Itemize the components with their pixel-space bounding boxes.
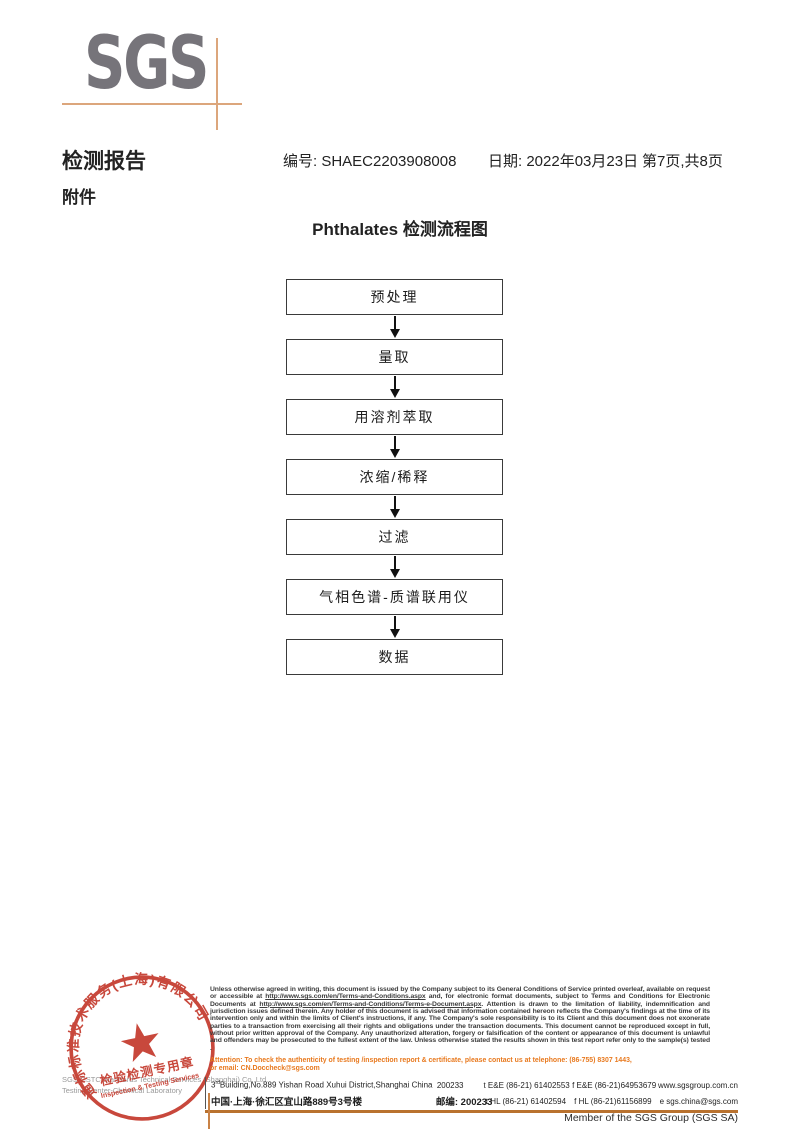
website: www.sgsgroup.com.cn xyxy=(657,1080,738,1090)
flow-step-filter: 过滤 xyxy=(286,519,503,555)
arrow-down-icon xyxy=(286,615,503,639)
star-icon xyxy=(120,1023,159,1062)
attention-line2: or email: CN.Doccheck@sgs.com xyxy=(210,1064,320,1072)
terms-url: http://www.sgs.com/en/Terms-and-Conditio… xyxy=(265,993,426,1001)
postal-code-en: 200233 xyxy=(436,1080,464,1090)
address-en: 3rdBuilding,No.889 Yishan Road Xuhui Dis… xyxy=(211,1080,437,1090)
flow-step-concentrate-dilute: 浓缩/稀释 xyxy=(286,459,503,495)
flowchart-title: Phthalates 检测流程图 xyxy=(312,220,488,239)
address-en-rest: Building,No.889 Yishan Road Xuhui Distri… xyxy=(219,1080,433,1090)
arrow-down-icon xyxy=(286,375,503,399)
report-date: 日期: 2022年03月23日 xyxy=(488,153,639,170)
page-indicator: 第7页,共8页 xyxy=(642,153,723,170)
email: e sgs.china@sgs.com xyxy=(659,1096,738,1106)
address-row-cn: 中国·上海·徐汇区宜山路889号3号楼 邮编: 200233 t HL (86-… xyxy=(211,1093,738,1109)
sgs-member-line: Member of the SGS Group (SGS SA) xyxy=(564,1112,738,1124)
address-cn: 中国·上海·徐汇区宜山路889号3号楼 xyxy=(211,1097,362,1108)
attachment-label: 附件 xyxy=(62,188,96,207)
report-title: 检测报告 xyxy=(62,150,146,173)
telephone-1: t E&E (86-21) 61402553 xyxy=(483,1080,570,1090)
flowchart: 预处理 量取 用溶剂萃取 浓缩/稀释 过滤 气相色谱-质谱联用仪 数据 xyxy=(286,279,503,675)
footer-registration-mark xyxy=(208,1093,210,1129)
legal-disclaimer: Unless otherwise agreed in writing, this… xyxy=(210,986,710,1052)
address-en-number: 3 xyxy=(211,1080,216,1090)
flow-step-pretreatment: 预处理 xyxy=(286,279,503,315)
postal-code-cn: 邮编: 200233 xyxy=(435,1097,493,1108)
flow-step-solvent-extraction: 用溶剂萃取 xyxy=(286,399,503,435)
footer-orange-rule xyxy=(205,1110,738,1113)
flow-step-measure: 量取 xyxy=(286,339,503,375)
disclaimer-text-1: Unless otherwise agreed in writing, this… xyxy=(210,986,710,1001)
attention-notice: Attention: To check the authenticity of … xyxy=(210,1057,710,1072)
address-row-en: 3rdBuilding,No.889 Yishan Road Xuhui Dis… xyxy=(211,1077,738,1093)
telephone-2: t HL (86-21) 61402594 xyxy=(485,1096,567,1106)
sgs-logo: SGS xyxy=(84,19,209,106)
report-number: 编号: SHAEC2203908008 xyxy=(283,153,457,170)
address-en-sup: rd xyxy=(215,1080,220,1087)
arrow-down-icon xyxy=(286,315,503,339)
fax-2: f HL (86-21)61156899 xyxy=(574,1096,652,1106)
fax-1: f E&E (86-21)64953679 xyxy=(572,1080,657,1090)
lab-company-line1: SGS-CSTC Standards Technical Services (S… xyxy=(62,1075,269,1084)
arrow-down-icon xyxy=(286,435,503,459)
disclaimer-text-3: . Attention is drawn to the limitation o… xyxy=(210,1000,710,1052)
lab-company-name: SGS-CSTC Standards Technical Services (S… xyxy=(62,1074,268,1096)
arrow-down-icon xyxy=(286,495,503,519)
attention-line1: Attention: To check the authenticity of … xyxy=(210,1057,632,1064)
lab-company-line2: Testing Center-Chemical Laboratory xyxy=(62,1086,183,1095)
disclaimer-text-2: and, for electronic format documents, su… xyxy=(210,993,710,1008)
address-block: 3rdBuilding,No.889 Yishan Road Xuhui Dis… xyxy=(205,1077,738,1109)
flow-step-data: 数据 xyxy=(286,639,503,675)
arrow-down-icon xyxy=(286,555,503,579)
flow-step-gcms: 气相色谱-质谱联用仪 xyxy=(286,579,503,615)
terms-e-document-url: http://www.sgs.com/en/Terms-and-Conditio… xyxy=(259,1000,482,1008)
logo-vertical-line xyxy=(216,38,218,130)
logo-horizontal-line xyxy=(62,103,242,105)
